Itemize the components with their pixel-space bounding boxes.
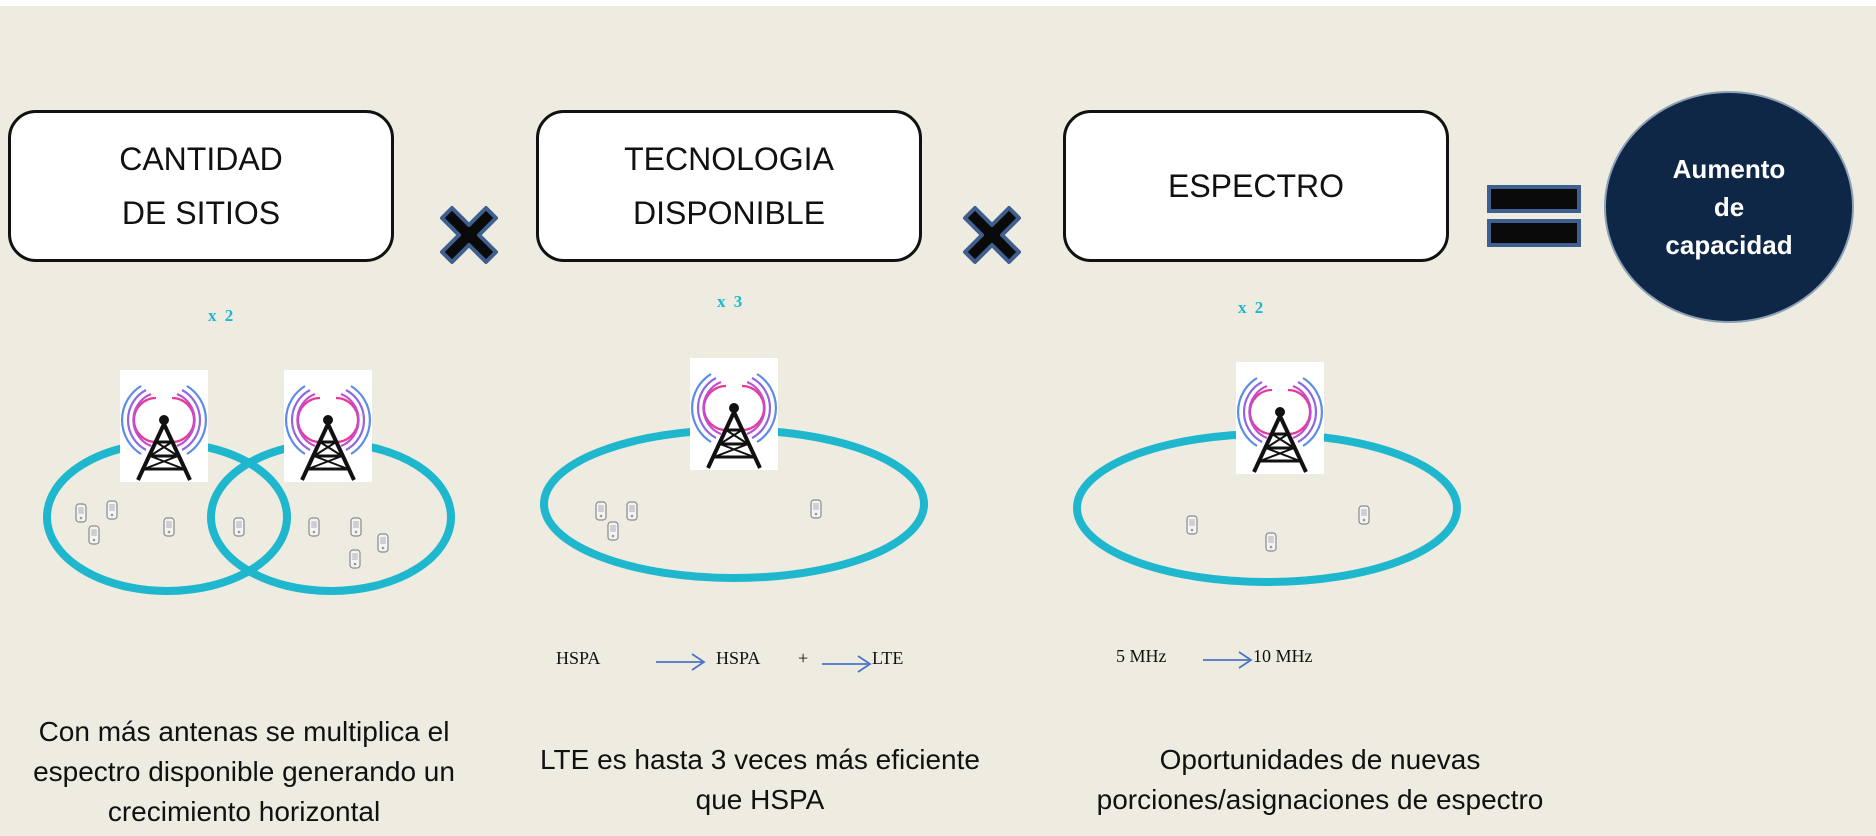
- multiplier-label: x 3: [717, 292, 745, 311]
- tech-from: HSPA: [556, 648, 601, 668]
- result-line3: capacidad: [1665, 230, 1793, 260]
- phone-icon: [163, 517, 175, 537]
- caption-spectrum: Oportunidades de nuevas porciones/asigna…: [1060, 740, 1580, 820]
- caption-line: porciones/asignaciones de espectro: [1096, 784, 1544, 815]
- phone-icon: [1358, 505, 1370, 525]
- cell-tower-icon: [120, 370, 208, 482]
- factor-title-line2: DISPONIBLE: [632, 195, 826, 231]
- phone-icon: [1265, 532, 1277, 552]
- factor-title-line2: DE SITIOS: [121, 195, 281, 231]
- phone-icon: [595, 501, 607, 521]
- tech-plus: +: [798, 648, 809, 668]
- caption-line: espectro disponible generando un: [33, 756, 455, 787]
- result-circle: [1604, 91, 1854, 323]
- caption-technology: LTE es hasta 3 veces más eficiente que H…: [520, 740, 1000, 820]
- caption-line: crecimiento horizontal: [107, 796, 381, 827]
- spectrum-to: 10 MHz: [1253, 646, 1313, 666]
- arrow-right-icon: [822, 655, 872, 673]
- result-line1: Aumento: [1672, 154, 1786, 184]
- phone-icon: [308, 517, 320, 537]
- equals-icon: [1487, 185, 1581, 247]
- factor-title-line1: TECNOLOGIA: [624, 141, 834, 177]
- arrow-right-icon: [1203, 651, 1253, 669]
- cell-tower-icon: [1236, 362, 1324, 474]
- multiplier-label: x 2: [208, 306, 236, 325]
- phone-icon: [106, 500, 118, 520]
- tech-to: HSPA: [716, 648, 761, 668]
- factor-box-sites: CANTIDAD DE SITIOS: [8, 110, 394, 262]
- slide: CANTIDAD DE SITIOS TECNOLOGIA DISPONIBLE…: [0, 6, 1876, 836]
- caption-line: LTE es hasta 3 veces más eficiente: [540, 744, 980, 775]
- phone-icon: [377, 533, 389, 553]
- factor-box-technology: TECNOLOGIA DISPONIBLE: [536, 110, 922, 262]
- phone-icon: [626, 501, 638, 521]
- tech-to2: LTE: [872, 648, 904, 668]
- caption-sites: Con más antenas se multiplica el espectr…: [4, 712, 484, 832]
- phone-icon: [810, 499, 822, 519]
- result-line2: de: [1713, 192, 1745, 222]
- phone-icon: [350, 517, 362, 537]
- phone-icon: [88, 525, 100, 545]
- phone-icon: [607, 521, 619, 541]
- result-label: Aumento de capacidad: [1598, 86, 1860, 328]
- multiplier-label: x 2: [1238, 298, 1266, 317]
- arrow-right-icon: [656, 653, 706, 671]
- spectrum-from: 5 MHz: [1116, 646, 1167, 666]
- phone-icon: [1186, 515, 1198, 535]
- phone-icon: [233, 517, 245, 537]
- factor-title-line1: CANTIDAD: [119, 141, 283, 177]
- phone-icon: [349, 549, 361, 569]
- factor-title-line1: ESPECTRO: [1167, 168, 1345, 204]
- caption-line: Con más antenas se multiplica el: [38, 716, 450, 747]
- factor-box-spectrum: ESPECTRO: [1063, 110, 1449, 262]
- caption-line: Oportunidades de nuevas: [1159, 744, 1481, 775]
- caption-line: que HSPA: [695, 784, 825, 815]
- cell-tower-icon: [284, 370, 372, 482]
- phone-icon: [75, 503, 87, 523]
- cell-tower-icon: [690, 358, 778, 470]
